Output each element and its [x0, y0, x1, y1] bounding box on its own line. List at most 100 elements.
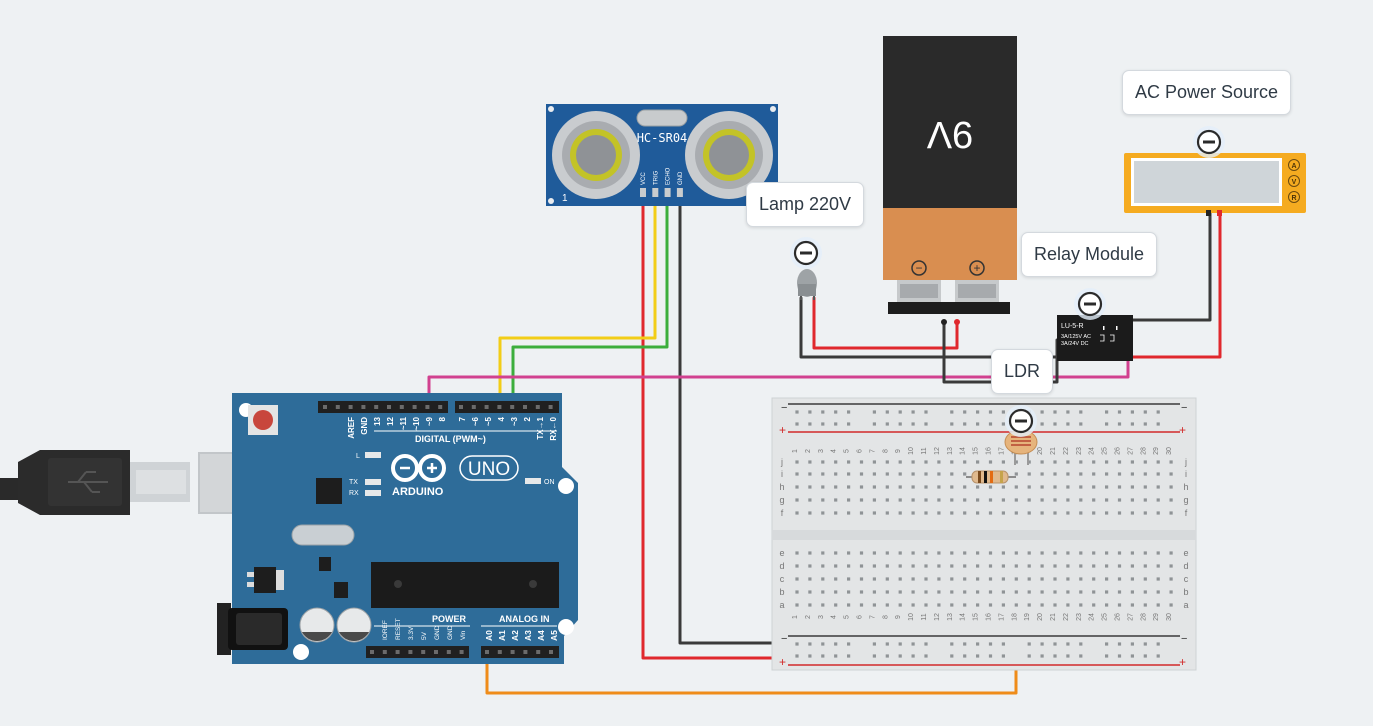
battery-9v[interactable]: 9V − + — [883, 36, 1017, 325]
battery-terminal-neg[interactable] — [941, 319, 947, 325]
lamp-220v[interactable] — [797, 269, 817, 300]
transducer-left — [552, 111, 640, 199]
bb-column-number: 20 — [1037, 447, 1044, 455]
bb-column-number: 24 — [1089, 447, 1096, 455]
ac-terminal-neg[interactable] — [1206, 210, 1211, 216]
bb-column-number: 10 — [908, 613, 915, 621]
ac-terminal-pos[interactable] — [1217, 210, 1222, 216]
wire-lamp-neg[interactable] — [799, 296, 1059, 359]
lamp-label[interactable]: Lamp 220V — [746, 182, 865, 227]
led-l-label: L — [356, 453, 360, 460]
wire-sensor-gnd[interactable] — [678, 198, 800, 645]
bb-column-number: 9 — [895, 615, 902, 619]
bb-column-number: 30 — [1166, 613, 1173, 621]
bb-column-number: 6 — [857, 615, 864, 619]
digital-pin-label: ~3 — [510, 416, 519, 426]
bb-column-number: 5 — [844, 449, 851, 453]
relay-module[interactable]: LU-5-R 3A/125V AC 3A/24V DC — [1057, 315, 1133, 361]
bb-row-letter: g — [779, 495, 784, 505]
header-digital-right[interactable] — [455, 401, 559, 413]
breadboard-column-numbers: 1122334455667788991010111112121313141415… — [792, 447, 1173, 621]
power-pin-label: Vin — [460, 630, 467, 640]
relay-model: LU-5-R — [1061, 323, 1084, 330]
usb-chip — [316, 478, 342, 504]
resistor[interactable] — [966, 470, 1016, 484]
digital-pin-label: 7 — [458, 416, 467, 421]
meter-mode-button[interactable] — [1288, 175, 1300, 187]
wire-ac-relay-black[interactable] — [1131, 211, 1212, 322]
bb-column-number: 11 — [921, 447, 928, 454]
bb-column-number: 28 — [1140, 613, 1147, 621]
header-digital-left[interactable] — [318, 401, 448, 413]
lamp-marker-icon[interactable] — [790, 237, 822, 269]
wire-sensor-trig[interactable] — [498, 198, 657, 412]
arduino-logo — [391, 454, 446, 482]
bb-row-letter: j — [1184, 457, 1187, 467]
arduino-model: UNO — [468, 459, 510, 480]
digital-pin-label: 12 — [386, 416, 395, 425]
digital-pin-label: 8 — [438, 416, 447, 421]
ldr-marker-icon[interactable] — [1005, 405, 1037, 437]
bb-row-letter: j — [780, 457, 783, 467]
battery-terminal-pos[interactable] — [954, 319, 960, 325]
power-jack — [217, 603, 288, 655]
battery-voltage: 9V — [926, 113, 973, 155]
meter-mode-button[interactable] — [1288, 191, 1300, 203]
relay-module-label[interactable]: Relay Module — [1021, 232, 1158, 277]
bb-column-number: 16 — [986, 447, 993, 455]
ac-power-source[interactable]: AVR — [1124, 153, 1306, 216]
wire-ac-relay-red[interactable] — [1131, 211, 1222, 359]
bb-column-number: 25 — [1102, 447, 1109, 455]
reset-button[interactable] — [248, 405, 278, 435]
bb-row-letter: e — [779, 548, 784, 558]
header-power[interactable] — [366, 646, 469, 658]
relay-rating-dc: 3A/24V DC — [1061, 341, 1089, 347]
ldr-label[interactable]: LDR — [991, 349, 1054, 394]
bb-row-letter: b — [779, 587, 784, 597]
digital-pin-label: 2 — [523, 416, 532, 421]
meter-mode-buttons[interactable]: AVR — [1288, 159, 1300, 203]
wire-sensor-vcc[interactable] — [641, 198, 800, 660]
bb-row-letter: a — [1183, 600, 1188, 610]
bb-row-letter: h — [779, 482, 784, 492]
bb-column-number: 24 — [1089, 613, 1096, 621]
analog-pin-label: A2 — [510, 630, 520, 641]
ac-power-source-marker-icon[interactable] — [1193, 126, 1225, 158]
breadboard[interactable]: 1122334455667788991010111112121313141415… — [771, 397, 1197, 671]
header-pin-holes — [323, 405, 553, 654]
usb-cable[interactable] — [0, 450, 258, 515]
bb-row-letter: i — [1185, 469, 1187, 479]
bb-column-number: 15 — [973, 447, 980, 455]
battery-neg-sign: − — [915, 261, 922, 275]
sensor-crystal — [636, 109, 688, 127]
label-markers — [790, 126, 1225, 437]
ac-power-source-label[interactable]: AC Power Source — [1122, 70, 1292, 115]
bb-column-number: 25 — [1102, 613, 1109, 621]
header-analog[interactable] — [481, 646, 559, 658]
digital-pin-label: 13 — [373, 416, 382, 425]
sensor-pin-label: GND — [678, 171, 684, 185]
power-pin-label: GND — [447, 625, 454, 640]
power-pin-label: 3.3V — [408, 626, 415, 640]
bb-column-number: 4 — [831, 449, 838, 453]
bb-column-number: 14 — [960, 613, 967, 621]
wire-lamp-pos[interactable] — [812, 296, 959, 350]
bb-column-number: 13 — [947, 613, 954, 621]
relay-marker-icon[interactable] — [1074, 288, 1106, 320]
analog-pin-label: A0 — [484, 630, 494, 641]
bb-column-number: 29 — [1153, 613, 1160, 621]
bb-column-number: 22 — [1063, 447, 1070, 455]
sensor-mark: 1 — [562, 193, 568, 204]
bb-column-number: 20 — [1037, 613, 1044, 621]
rail-minus-top-left: − — [781, 402, 787, 414]
bb-column-number: 23 — [1076, 613, 1083, 621]
meter-mode-button[interactable] — [1288, 159, 1300, 171]
ldr-photoresistor[interactable] — [1004, 429, 1038, 465]
capacitors — [299, 607, 372, 643]
digital-pin-label: 4 — [497, 416, 506, 421]
arduino-brand: ARDUINO — [392, 486, 444, 498]
